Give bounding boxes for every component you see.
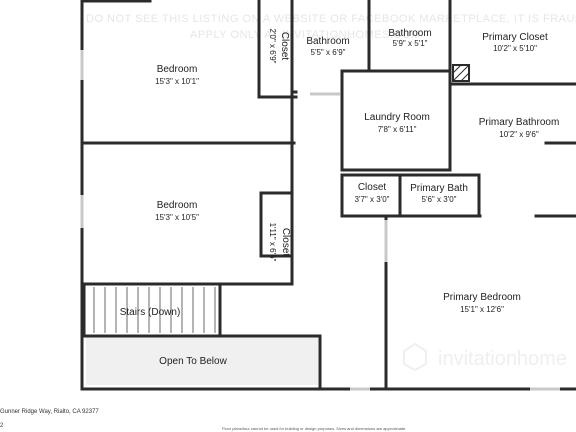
bathroom-2-dim: 5'9" x 5'1" <box>393 39 428 48</box>
primary-closet-dim: 10'2" x 5'10" <box>493 44 537 53</box>
utility-chase-icon <box>452 64 470 82</box>
stairs-treads <box>93 287 216 333</box>
walls <box>80 0 576 391</box>
bedroom-top-name: Bedroom <box>157 64 198 75</box>
closet-mid-name: Closet <box>280 228 291 257</box>
disclaimer-text: Floor plans/tour cannot be used for buil… <box>222 426 407 431</box>
bedroom-mid-name: Bedroom <box>157 200 198 211</box>
closet-top-dim: 2'0" x 6'9" <box>268 29 277 64</box>
laundry-room-name: Laundry Room <box>364 112 430 123</box>
closet-mid-dim: 1'11" x 6'6" <box>268 223 277 262</box>
bathroom-2-name: Bathroom <box>388 28 431 39</box>
address-line-2: 2 <box>0 423 4 429</box>
laundry-room-dim: 7'8" x 6'11" <box>378 125 417 134</box>
watermark-line-1: DO NOT SEE THIS LISTING ON A WEBSITE OR … <box>86 13 576 25</box>
watermark-line-2: APPLY ONLY AT INVITATIONHOMES.COM <box>190 29 421 41</box>
primary-bedroom-dim: 15'1" x 12'6" <box>460 305 504 314</box>
closet-small-name: Closet <box>358 182 387 193</box>
bedroom-top-dim: 15'3" x 10'1" <box>155 77 199 86</box>
primary-bathroom-dim: 10'2" x 9'6" <box>499 130 539 139</box>
primary-bathroom-name: Primary Bathroom <box>479 117 560 128</box>
brand-logo-icon <box>403 342 427 372</box>
closet-small-dim: 3'7" x 3'0" <box>355 195 390 204</box>
windows <box>80 50 560 391</box>
stairs-name: Stairs (Down) <box>120 307 181 318</box>
address-line: Gunner Ridge Way, Rialto, CA 92377 <box>0 409 99 415</box>
primary-closet-name: Primary Closet <box>482 32 548 43</box>
primary-bath-name: Primary Bath <box>410 183 468 194</box>
bathroom-1-name: Bathroom <box>306 36 349 47</box>
open-to-below-area <box>86 337 318 385</box>
brand-watermark: invitationhome <box>438 348 567 370</box>
closet-top-name: Closet <box>279 32 290 61</box>
open-to-below-name: Open To Below <box>159 356 227 367</box>
primary-bedroom-name: Primary Bedroom <box>443 292 521 303</box>
bathroom-1-dim: 5'5" x 6'9" <box>311 48 346 57</box>
bedroom-mid-dim: 15'3" x 10'5" <box>155 213 199 222</box>
primary-bath-dim: 5'6" x 3'0" <box>422 195 457 204</box>
